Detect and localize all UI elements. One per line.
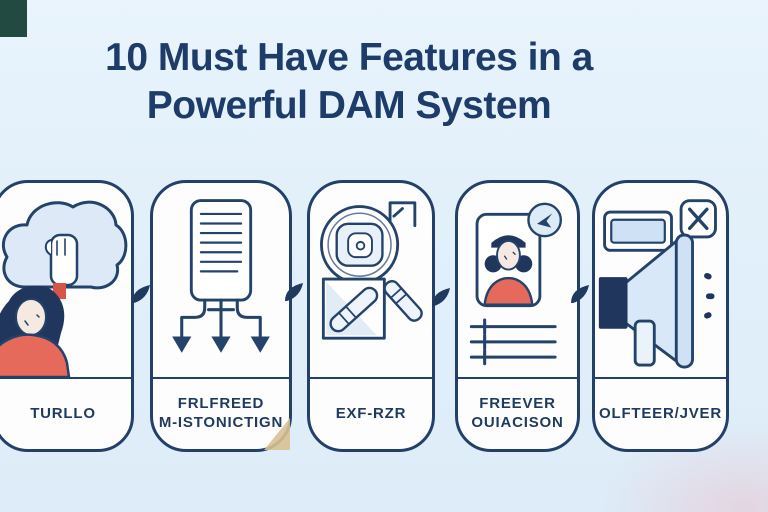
title-line-1: 10 Must Have Features in a: [105, 36, 593, 79]
feature-card-announcement: OLFTEER/JVER: [592, 180, 729, 452]
feature-card-distribution: FRLFREED M-ISTONICTIGN: [150, 180, 292, 452]
portrait-shirt: [483, 276, 534, 306]
arrowhead-left: [172, 336, 192, 353]
document-distribution-illustration: [172, 199, 270, 353]
leaf-arrow-icon: [569, 283, 591, 305]
card-caption: FREEVER OUIACISON: [458, 377, 577, 449]
woman-face: [15, 298, 47, 336]
caption-text: TURLLO: [30, 404, 96, 422]
caption-text: FREEVER: [479, 395, 556, 413]
card-illustration: [310, 183, 432, 377]
search-magnifier-illustration: [320, 201, 423, 340]
card-caption: OLFTEER/JVER: [595, 377, 726, 449]
portrait-face: [496, 240, 521, 271]
page-title: 10 Must Have Features in a Powerful DAM …: [0, 34, 698, 130]
woman-fringe: [15, 291, 50, 311]
arrowhead-center: [211, 336, 231, 353]
corner-bracket-icon: [388, 201, 417, 228]
leaf-arrow-icon: [130, 283, 152, 305]
cloud-upload-illustration: [0, 200, 128, 377]
feature-card-search: EXF-RZR: [307, 180, 435, 452]
megaphone-back: [598, 277, 628, 329]
arrowhead-right: [250, 336, 270, 353]
megaphone-mouth: [674, 233, 694, 369]
leaf-arrow-icon: [430, 286, 452, 308]
leaf-arrow-icon: [283, 281, 305, 303]
feature-card-permissions: FREEVER OUIACISON: [455, 180, 580, 452]
title-line-2: Powerful DAM System: [146, 84, 552, 127]
card-illustration: [595, 183, 726, 377]
card-illustration: [153, 183, 289, 377]
caption-text-2: M-ISTONICTIGN: [158, 414, 284, 431]
pen-icon: [329, 286, 379, 333]
folded-corner-artifact: [264, 418, 290, 450]
card-illustration: [458, 183, 577, 377]
document-icon: [189, 199, 253, 302]
caption-text-2: OUIACISON: [471, 414, 564, 431]
card-caption: EXF-RZR: [310, 377, 432, 449]
woman-shirt: [0, 333, 71, 377]
caption-text: EXF-RZR: [335, 404, 407, 422]
card-illustration: [0, 183, 131, 377]
hand-icon: [49, 233, 79, 287]
close-x-icon: [687, 207, 709, 231]
badge-cursor-icon: [537, 213, 553, 228]
card-caption: TURLLO: [0, 377, 131, 449]
branch-lines: [180, 298, 262, 339]
caption-text: OLFTEER/JVER: [599, 404, 722, 422]
megaphone-announcement-illustration: [598, 199, 717, 369]
sound-dots-icon: [704, 272, 715, 319]
card-caption: FRLFREED M-ISTONICTIGN: [153, 377, 289, 449]
feature-card-upload: TURLLO: [0, 180, 134, 452]
marker-icon: [383, 279, 423, 322]
corner-color-swatch: [0, 0, 27, 37]
megaphone-handle: [633, 319, 656, 367]
caption-text: FRLFREED: [177, 395, 265, 413]
document-lines: [199, 212, 243, 273]
profile-approval-illustration: [469, 202, 563, 366]
